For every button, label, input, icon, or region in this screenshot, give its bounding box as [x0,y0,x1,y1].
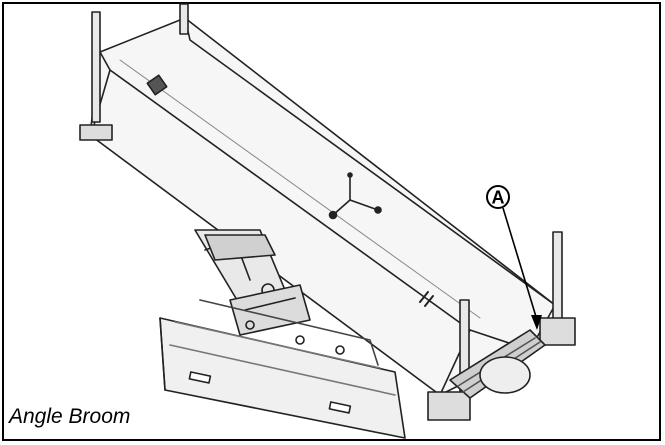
callout-a: A [486,185,542,330]
mount-linkage [194,229,311,336]
top-post [179,3,189,35]
broom-housing [89,17,556,396]
callout-a-label: A [492,188,505,208]
logo-plate [146,74,168,96]
callout-arrowhead [531,315,542,330]
brush-roller [449,329,546,399]
decal [419,291,434,307]
figure-caption: Angle Broom [9,405,131,428]
front-post [427,299,471,421]
right-post [539,231,576,346]
attach-plate [159,299,406,439]
pivot-mark [328,172,382,220]
left-post [79,11,113,141]
